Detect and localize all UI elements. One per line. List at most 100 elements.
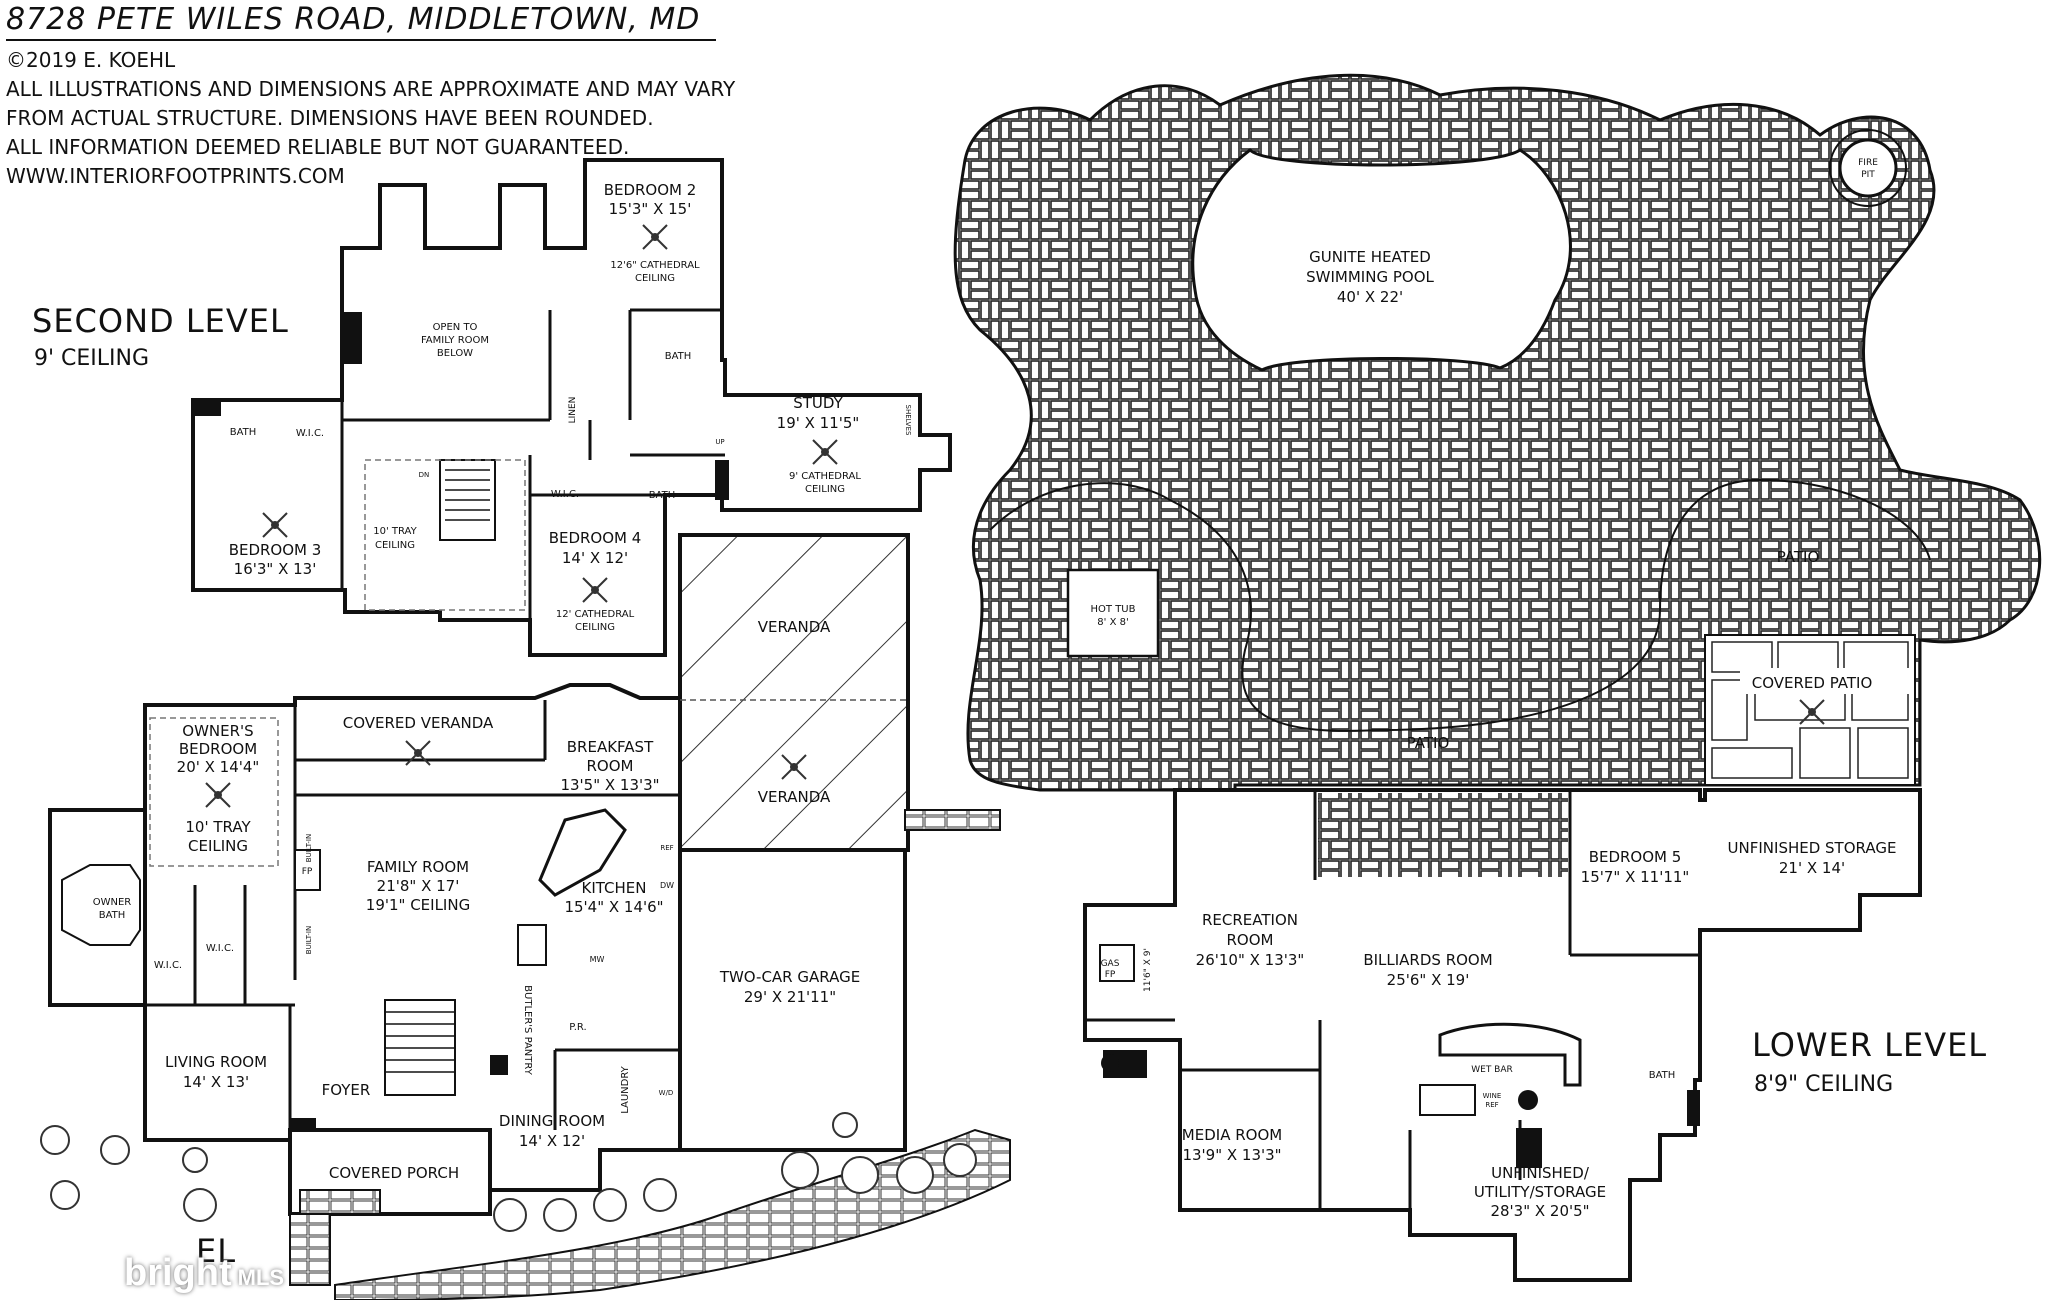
laundry-label: LAUNDRY [620,1065,631,1113]
wet-bar-label: WET BAR [1471,1065,1513,1075]
header: 8728 PETE WILES ROAD, MIDDLETOWN, MD [6,2,726,37]
tray-l2: CEILING [375,540,415,551]
bath-label: BATH [665,351,692,362]
study-name: STUDY [793,394,843,412]
dw-label: DW [660,881,674,890]
copyright-line: ©2019 E. KOEHL [6,48,176,72]
bedroom5-name: BEDROOM 5 [1589,848,1682,866]
hot-tub-name: HOT TUB [1091,604,1136,615]
ceiling-fan-icon [205,782,231,808]
garage-dim: 29' X 21'11" [744,988,836,1006]
storage-dim: 21' X 14' [1779,859,1845,877]
utility-l1: UNFINISHED/ [1491,1164,1590,1182]
shelves-label: SHELVES [904,405,912,436]
second-level-ceiling: 9' CEILING [34,346,150,371]
kitchen-dim: 15'4" X 14'6" [564,898,663,916]
second-level-labels: BEDROOM 2 15'3" X 15' 12'6" CATHEDRAL CE… [229,181,912,633]
lower-level-title: LOWER LEVEL [1752,1026,1988,1064]
ceiling-fan-icon [1799,699,1825,725]
powder-room-label: P.R. [569,1022,586,1033]
media-dim: 13'9" X 13'3" [1182,1146,1281,1164]
patio-label: PATIO [1407,734,1450,752]
study-note2: CEILING [805,484,845,495]
pool-l2: SWIMMING POOL [1306,268,1434,286]
pool-dim: 40' X 22' [1337,288,1403,306]
wine-ref-l1: WINE [1483,1092,1502,1100]
brand-logo-text: bright [124,1252,232,1294]
wic-label: W.I.C. [206,943,234,954]
disclaimer-line: ALL INFORMATION DEEMED RELIABLE BUT NOT … [6,135,630,159]
linen-label: LINEN [568,397,578,424]
breakfast-l1: BREAKFAST [567,738,654,756]
dining-room-dim: 14' X 12' [519,1132,585,1150]
family-room-dim: 21'8" X 17' [377,877,460,895]
study-dim: 19' X 11'5" [777,414,860,432]
owner-bath-l1: OWNER [93,897,132,908]
open-to-l1: OPEN TO [433,322,478,333]
recreation-l2: ROOM [1227,931,1274,949]
living-room-name: LIVING ROOM [165,1053,267,1071]
disclaimer-block: ©2019 E. KOEHL ALL ILLUSTRATIONS AND DIM… [6,46,735,191]
bedroom2-note2: CEILING [635,273,675,284]
bath-label: BATH [649,490,676,501]
bedroom4-name: BEDROOM 4 [549,529,642,547]
recreation-name: RECREATION [1202,911,1298,929]
breakfast-dim: 13'5" X 13'3" [560,776,659,794]
butlers-pantry-label: BUTLER'S PANTRY [522,985,533,1076]
bedroom5-dim: 15'7" X 11'11" [1581,868,1690,886]
bedroom3-dim: 16'3" X 13' [234,560,317,578]
gas-fp-l1: GAS [1101,959,1120,969]
utility-l2: UTILITY/STORAGE [1474,1183,1606,1201]
main-level-labels: VERANDA VERANDA COVERED VERANDA OWNER'S … [93,618,860,1182]
built-in-label: BUILT-IN [305,834,313,862]
living-room-dim: 14' X 13' [183,1073,249,1091]
ceiling-fan-icon [812,439,838,465]
garage-name: TWO-CAR GARAGE [719,968,860,986]
fp-label: FP [302,867,313,877]
lower-level-ceiling: 8'9" CEILING [1754,1072,1894,1097]
owners-bedroom-n1: 10' TRAY [185,818,251,836]
foyer-label: FOYER [322,1081,371,1099]
breakfast-l2: ROOM [587,757,634,775]
open-to-l3: BELOW [437,348,473,359]
ceiling-fan-icon [405,740,431,766]
ref-label: REF [660,844,673,852]
family-room-note: 19'1" CEILING [366,896,470,914]
stair-up-label: UP [715,438,724,446]
storage-name: UNFINISHED STORAGE [1728,839,1897,857]
second-level-title: SECOND LEVEL [32,302,289,340]
bedroom4-dim: 14' X 12' [562,549,628,567]
bath-label: BATH [1649,1070,1676,1081]
family-room-name: FAMILY ROOM [367,858,469,876]
dining-room-name: DINING ROOM [499,1112,605,1130]
hot-tub-dim: 8' X 8' [1097,617,1128,628]
wd-label: W/D [659,1089,674,1097]
pool-l1: GUNITE HEATED [1309,248,1431,266]
lower-level-labels: GUNITE HEATED SWIMMING POOL 40' X 22' FI… [1091,158,1897,1220]
bedroom2-name: BEDROOM 2 [604,181,697,199]
disclaimer-line: FROM ACTUAL STRUCTURE. DIMENSIONS HAVE B… [6,106,654,130]
wic-label: W.I.C. [551,489,579,500]
wine-ref-l2: REF [1485,1101,1498,1109]
ceiling-fan-icon [582,577,608,603]
fire-pit-l1: FIRE [1858,158,1878,168]
second-level-walls [191,158,952,657]
billiards-name: BILLIARDS ROOM [1363,951,1492,969]
owners-bedroom-l1: OWNER'S [182,722,253,740]
header-rule [6,39,716,41]
disclaimer-line: ALL ILLUSTRATIONS AND DIMENSIONS ARE APP… [6,77,736,101]
veranda-label: VERANDA [758,618,831,636]
utility-dim: 28'3" X 20'5" [1490,1202,1589,1220]
tray-l1: 10' TRAY [373,526,417,537]
wic-label: W.I.C. [296,428,324,439]
veranda-label: VERANDA [758,788,831,806]
fire-pit-l2: PIT [1861,170,1875,180]
owners-bedroom-l2: BEDROOM [179,740,257,758]
alcove-dim: 11'6" X 9' [1143,948,1153,992]
bedroom4-note1: 12' CATHEDRAL [556,609,635,620]
media-name: MEDIA ROOM [1182,1126,1282,1144]
bath-label: BATH [230,427,257,438]
mw-label: MW [590,955,605,964]
